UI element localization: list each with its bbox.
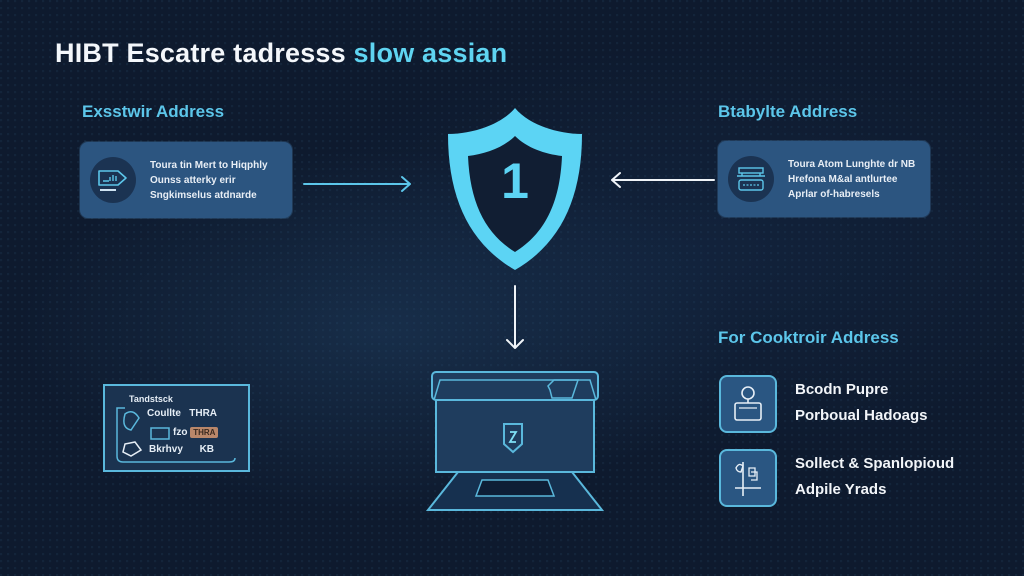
left-address-card[interactable]: Toura tin Mert to Hiqphly Ounss atterky …: [80, 142, 292, 218]
panel-row1-tag: THRA: [189, 408, 218, 419]
tools-icon[interactable]: [719, 449, 777, 507]
feature-item-2: Sollect & Spanlopioud Adpile Yrads: [795, 455, 955, 498]
panel-row3-label: Bkrhvy: [149, 444, 183, 455]
feature-item-1: Bcodn Pupre Porboual Hadoags: [795, 381, 928, 424]
right-address-label: Btabylte Address: [718, 102, 858, 121]
shield-icon: 1: [440, 104, 590, 272]
arrow-down-icon: [506, 285, 524, 349]
panel-row2-tag: THRA: [190, 427, 219, 438]
address-details-panel[interactable]: Tandstsck Coullte THRA fzo THRA Bkrhvy K…: [103, 384, 250, 472]
title-main: HIBT Escatre tadresss: [55, 38, 346, 68]
panel-row2-label: fzo: [173, 427, 188, 438]
right-card-text: Toura Atom Lunghte dr NB Hrefona M&al an…: [788, 158, 916, 200]
arrow-right-icon: [303, 176, 411, 192]
panel-row3-suffix: KB: [199, 444, 215, 455]
shield-number: 1: [501, 153, 529, 209]
user-badge-icon[interactable]: [719, 375, 777, 433]
left-address-label: Exsstwir Address: [82, 102, 225, 121]
server-stack-icon: [728, 156, 774, 202]
panel-row1-label: Coullte: [147, 408, 181, 419]
left-card-text: Toura tin Mert to Hiqphly Ounss atterky …: [150, 159, 268, 201]
wallet-tag-icon: [90, 157, 136, 203]
panel-title: Tandstsck: [129, 394, 173, 404]
arrow-left-icon: [611, 172, 715, 188]
computer-vault-icon[interactable]: [424, 368, 606, 514]
panel-frame-icon: [116, 407, 236, 463]
title-accent: slow assian: [353, 38, 508, 68]
right-address-card[interactable]: Toura Atom Lunghte dr NB Hrefona M&al an…: [718, 141, 930, 217]
page-title: HIBT Escatre tadresss slow assian: [55, 38, 507, 69]
cold-address-label: For Cooktroir Address: [718, 328, 899, 347]
